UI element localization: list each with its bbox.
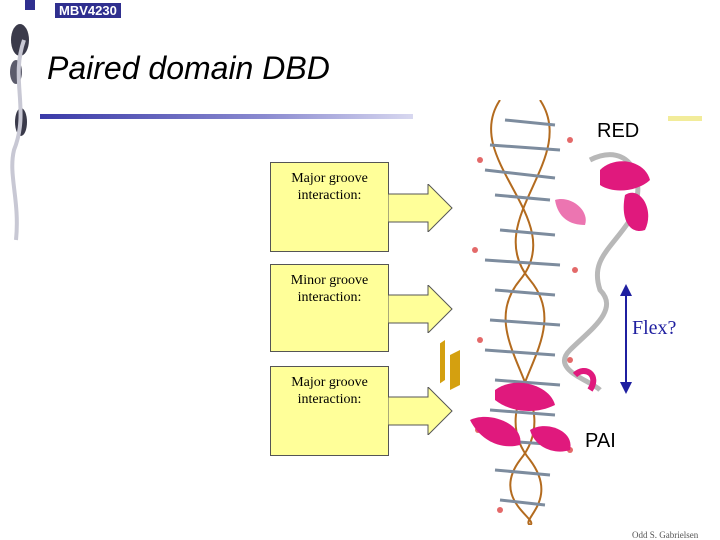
slide-title: Paired domain DBD	[47, 50, 330, 86]
decorative-dash	[668, 116, 702, 121]
callout-major-groove-top: Major groove interaction:	[270, 162, 389, 252]
red-domain-label: RED	[597, 120, 640, 142]
callout-text: Major groove interaction:	[291, 171, 368, 203]
flex-label: Flex?	[632, 317, 677, 339]
flex-double-arrow	[620, 284, 632, 394]
pointer-arrow-top	[388, 184, 453, 232]
dna-protein-structure-image	[440, 100, 650, 525]
callout-text: Minor groove interaction:	[290, 273, 369, 305]
course-code: MBV4230	[55, 3, 121, 18]
pointer-arrow-bottom	[388, 387, 453, 435]
callout-text: Major groove interaction:	[291, 375, 368, 407]
callout-major-groove-bottom: Major groove interaction:	[270, 366, 389, 456]
title-underline	[40, 114, 413, 119]
callout-minor-groove: Minor groove interaction:	[270, 264, 389, 352]
decorative-chain-graphic	[10, 0, 35, 241]
author-credit: Odd S. Gabrielsen	[632, 530, 699, 540]
pai-domain-label: PAI	[585, 430, 616, 452]
pointer-arrow-middle	[388, 285, 453, 333]
